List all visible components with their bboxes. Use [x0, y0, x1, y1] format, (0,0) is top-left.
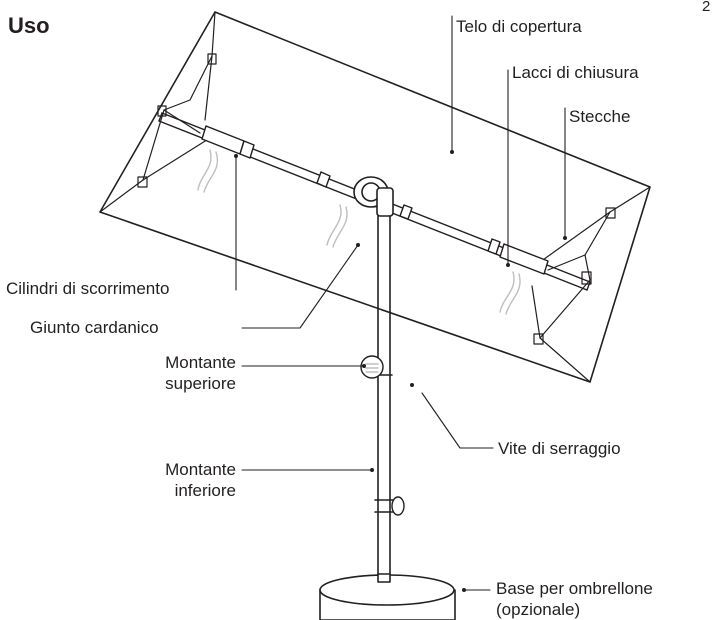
leader-lines — [234, 15, 567, 592]
label-lacci-di-chiusura: Lacci di chiusura — [512, 63, 639, 82]
label-stecche: Stecche — [569, 107, 631, 126]
label-montante-superiore-line1: Montante — [165, 353, 236, 372]
label-base-line1: Base per ombrellone — [496, 579, 653, 598]
label-telo-di-copertura: Telo di copertura — [456, 17, 582, 36]
label-montante-superiore-line2: superiore — [165, 374, 236, 393]
left-ribs — [99, 11, 217, 213]
label-vite-di-serraggio: Vite di serraggio — [498, 439, 621, 458]
tightening-screws — [360, 355, 405, 516]
label-giunto-cardanico: Giunto cardanico — [30, 318, 159, 337]
label-cilindri-di-scorrimento: Cilindri di scorrimento — [6, 279, 170, 298]
label-montante-inferiore-line1: Montante — [165, 460, 236, 479]
page-title: Uso — [8, 13, 50, 38]
page-number: 2 — [702, 0, 711, 15]
right-ribs — [531, 186, 651, 383]
cardan-joint — [353, 176, 394, 217]
label-base-line2: (opzionale) — [496, 600, 581, 619]
label-montante-superiore: Montante superiore — [110, 352, 236, 394]
label-base-per-ombrellone: Base per ombrellone (opzionale) — [496, 578, 653, 620]
pole — [374, 215, 394, 578]
closure-laces — [197, 149, 521, 315]
label-montante-inferiore-line2: inferiore — [174, 481, 236, 500]
label-montante-inferiore: Montante inferiore — [110, 459, 236, 501]
bar-fittings — [201, 125, 549, 275]
umbrella-base — [319, 573, 456, 620]
